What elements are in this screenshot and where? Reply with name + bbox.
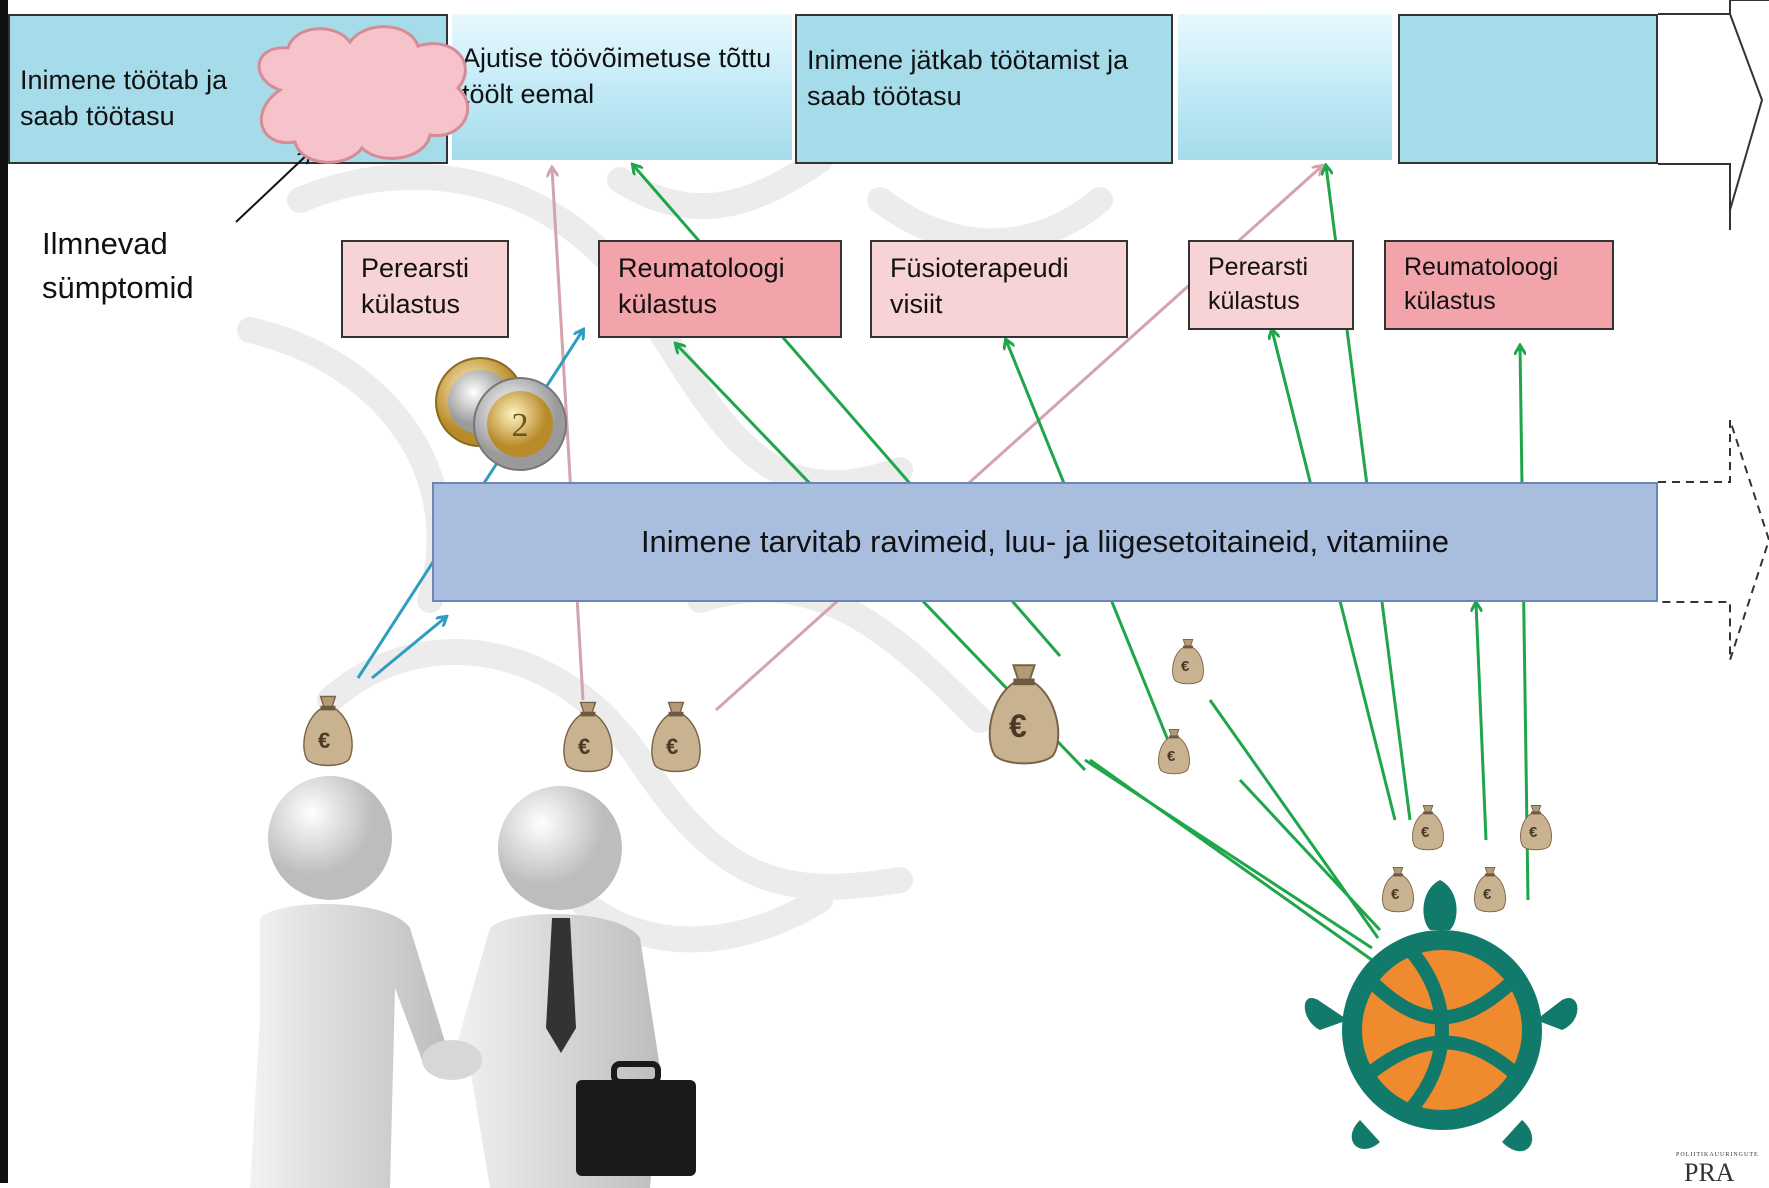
pra-logo-tagline: POLIITIKAUURINGUTE xyxy=(1676,1152,1759,1158)
medication-bar-text: Inimene tarvitab ravimeid, luu- ja liige… xyxy=(640,524,1450,559)
money-bag-icon: € xyxy=(1380,864,1416,914)
green-connector-11 xyxy=(1238,778,1382,932)
visit-rheumatologist-2: Reumatoloogi külastus xyxy=(1384,240,1614,330)
handshake-figures-icon xyxy=(250,776,696,1188)
money-bag-euro: € xyxy=(1181,658,1190,675)
pink-connector-1 xyxy=(552,168,585,701)
euro-coins-icon: 2 xyxy=(435,357,567,471)
green-connector-9 xyxy=(1089,758,1373,962)
symptoms-pointer-arrow xyxy=(235,152,310,223)
medication-bar: Inimene tarvitab ravimeid, luu- ja liige… xyxy=(432,482,1658,602)
money-bag-icon: € xyxy=(984,660,1064,766)
pra-logo: POLIITIKAUURINGUTE PRA xyxy=(1676,1152,1769,1183)
money-bag-euro: € xyxy=(578,734,591,759)
timeline-stage-sick-leave: Ajutise töövõimetuse tõttu töölt eemal xyxy=(452,14,792,160)
money-bag-euro: € xyxy=(1529,824,1538,841)
symptom-cloud-icon xyxy=(257,25,470,164)
money-bag-icon: € xyxy=(1156,726,1192,776)
timeline-stage-future xyxy=(1398,14,1658,164)
blue-connector-2 xyxy=(371,617,446,680)
money-bag-icon: € xyxy=(560,698,616,774)
money-bag-icon: € xyxy=(1410,802,1446,852)
left-edge-bar xyxy=(0,0,8,1183)
visit-family-doctor-2: Perearsti külastus xyxy=(1188,240,1354,330)
visit-family-doctor-1: Perearsti külastus xyxy=(341,240,509,338)
health-insurance-turtle-icon xyxy=(1304,880,1578,1152)
timeline-stage-returns: Inimene jätkab töötamist ja saab töötasu xyxy=(795,14,1173,164)
money-bag-euro: € xyxy=(318,728,331,753)
timeline-continuation-arrow xyxy=(1658,0,1769,230)
money-bag-euro: € xyxy=(1483,886,1492,903)
svg-text:2: 2 xyxy=(512,407,529,444)
money-bag-euro: € xyxy=(1421,824,1430,841)
money-bag-icon: € xyxy=(300,692,356,768)
timeline-stage-working-text: Inimene töötab ja saab töötasu xyxy=(20,65,228,131)
money-bag-euro: € xyxy=(666,734,679,759)
green-connector-6 xyxy=(1476,603,1488,841)
money-bag-icon: € xyxy=(648,698,704,774)
money-bag-icon: € xyxy=(1472,864,1508,914)
timeline-stage-sick-leave-text: Ajutise töövõimetuse tõttu töölt eemal xyxy=(462,43,772,109)
timeline-stage-blank xyxy=(1178,14,1392,160)
money-bag-euro: € xyxy=(1009,708,1027,744)
timeline-stage-returns-text: Inimene jätkab töötamist ja saab töötasu xyxy=(807,45,1129,111)
symptoms-label: Ilmnevad sümptomid xyxy=(42,226,194,305)
green-connector-7 xyxy=(1520,346,1530,901)
medication-continuation-arrow xyxy=(1658,419,1769,661)
money-bag-icon: € xyxy=(1170,636,1206,686)
money-bag-euro: € xyxy=(1167,748,1176,765)
money-bag-euro: € xyxy=(1391,886,1400,903)
pra-logo-mark: PRA xyxy=(1684,1158,1735,1184)
money-bag-icon: € xyxy=(1518,802,1554,852)
visit-physiotherapist: Füsioterapeudi visiit xyxy=(870,240,1128,338)
visit-rheumatologist-1: Reumatoloogi külastus xyxy=(598,240,842,338)
